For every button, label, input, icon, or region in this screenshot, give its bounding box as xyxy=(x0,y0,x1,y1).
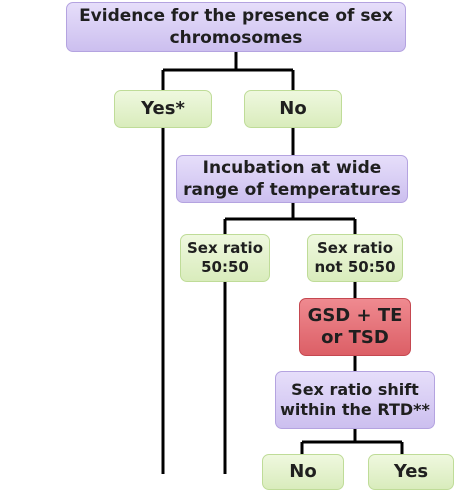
node-incubation: Incubation at wide range of temperatures xyxy=(176,155,408,203)
node-sex-ratio-5050: Sex ratio 50:50 xyxy=(180,234,270,282)
node-yes: Yes* xyxy=(114,90,212,128)
node-sex-ratio-not-5050: Sex ratio not 50:50 xyxy=(307,234,403,282)
node-sex-ratio-shift: Sex ratio shift within the RTD** xyxy=(275,371,435,429)
connector-lines xyxy=(161,50,404,474)
node-shift-no: No xyxy=(262,454,344,490)
node-shift-yes: Yes xyxy=(368,454,454,490)
flowchart: Evidence for the presence of sex chromos… xyxy=(66,2,454,490)
node-sex-chromosomes: Evidence for the presence of sex chromos… xyxy=(66,2,406,52)
node-no: No xyxy=(244,90,342,128)
node-gsd-te-tsd: GSD + TE or TSD xyxy=(299,298,411,356)
